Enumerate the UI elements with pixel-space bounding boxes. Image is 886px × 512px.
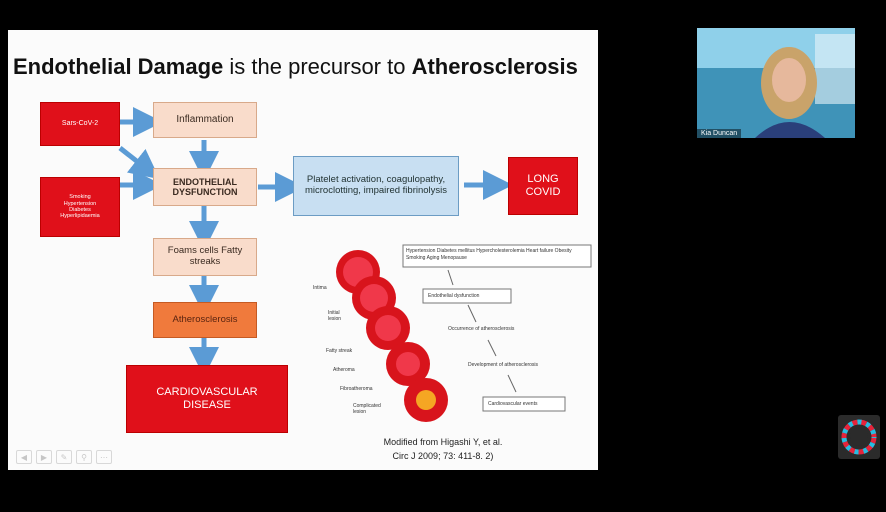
figure-label-complicated: Complicated lesion [353,403,381,415]
figure-label-intima: Intima [313,285,327,291]
prev-slide-icon[interactable]: ◀ [16,450,32,464]
inflammation-box: Inflammation [153,102,257,138]
zoom-icon[interactable]: ⚲ [76,450,92,464]
citation: Modified from Higashi Y, et al. Circ J 2… [383,437,503,461]
figure-stage-3: Development of atherosclerosis [468,362,539,368]
flow-arrows [118,107,592,422]
next-slide-icon[interactable]: ▶ [36,450,52,464]
sdg-logo [838,415,880,459]
atherosclerosis-box: Atherosclerosis [153,302,257,338]
slide-toolbar: ◀ ▶ ✎ ⚲ ⋯ [16,450,112,464]
pen-icon[interactable]: ✎ [56,450,72,464]
foam-cells-box: Foams cells Fatty streaks [153,238,257,276]
figure-label-fatty: Fatty streak [326,348,353,354]
figure-label-fibroatheroma: Fibroatheroma [340,386,373,392]
figure-label-atheroma: Atheroma [333,367,355,373]
sdg-wheel-icon [841,419,877,455]
participant-video-tile[interactable]: Kia Duncan [697,28,855,138]
menu-icon[interactable]: ⋯ [96,450,112,464]
artery-illustration [336,250,448,422]
figure-stage-4: Cardiovascular events [488,401,538,407]
figure-stage-2: Occurrence of atherosclerosis [448,326,515,332]
sars-cov-2-box: Sars-CoV-2 [40,102,120,146]
slide-title: Endothelial Damage is the precursor to A… [13,54,578,79]
presentation-slide: Endothelial Damage is the precursor to A… [8,30,598,470]
platelet-activation-box: Platelet activation, coagulopathy, micro… [293,156,459,216]
figure-risk-list: Hypertension Diabetes mellitus Hyperchol… [406,248,572,261]
figure-stage-1: Endothelial dysfunction [428,293,480,299]
participant-video-frame [697,28,855,138]
participant-name: Kia Duncan [697,129,742,138]
figure-label-initial: Initial lesion [328,310,342,322]
